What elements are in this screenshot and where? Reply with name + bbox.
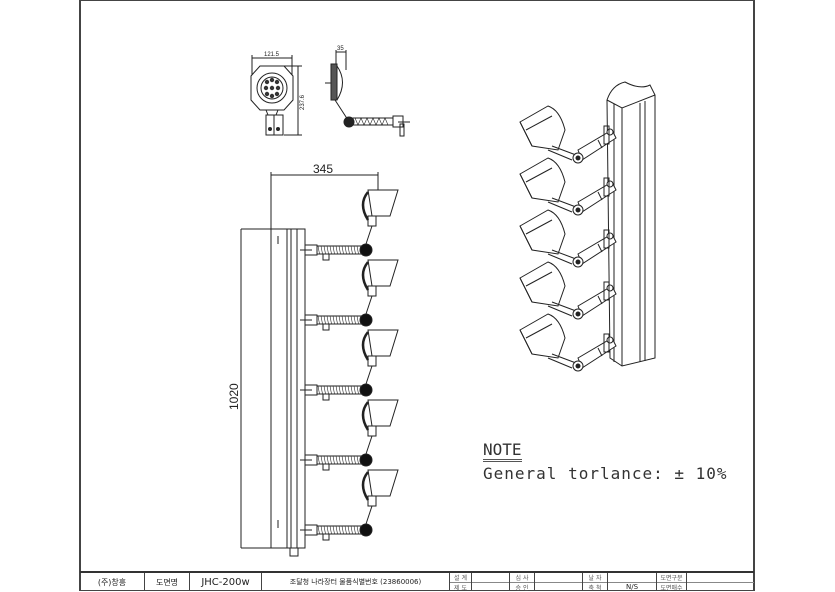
design-label: 설 계 xyxy=(450,573,471,583)
pole xyxy=(270,228,306,549)
lamp-assembly-iso xyxy=(519,209,617,268)
note-text: General torlance: ± 10% xyxy=(483,464,728,483)
dim-head-height: 237.6 xyxy=(300,94,306,110)
lamp-assembly-iso xyxy=(519,261,617,320)
dim-height: 1020 xyxy=(227,383,241,410)
lamp-assembly-front xyxy=(300,399,399,471)
title-block: (주)창흥 도면명 JHC-200w 조달청 나라장터 물품식별번호 (2386… xyxy=(80,571,754,592)
drawing-frame xyxy=(79,0,755,591)
date-scale-values: N/S xyxy=(608,573,657,591)
lamp-assembly-front xyxy=(300,469,399,541)
pole-iso xyxy=(606,81,656,367)
description: 조달청 나라장터 물품식별번호 (23860006) xyxy=(262,573,450,591)
approve-label: 승 인 xyxy=(515,584,529,592)
date-label: 날 자 xyxy=(583,573,607,583)
lamp-assembly-front xyxy=(300,189,399,261)
note-block: NOTE General torlance: ± 10% xyxy=(483,440,728,483)
lamp-head-side-view: 35 xyxy=(325,46,410,137)
dim-head-width: 121.5 xyxy=(264,52,280,58)
lamp-head-front-view: 121.5 237.6 xyxy=(250,52,306,136)
model-name: JHC-200w xyxy=(190,573,262,591)
drawing-name-label: 도면명 xyxy=(145,573,190,591)
type-label: 도면구분 xyxy=(657,573,686,583)
company-name: (주)창흥 xyxy=(80,573,145,591)
note-title: NOTE xyxy=(483,441,522,462)
review-approve-values xyxy=(535,573,583,591)
design-draft-values xyxy=(472,573,510,591)
lamp-assembly-front xyxy=(300,259,399,331)
draft-label: 제 도 xyxy=(454,584,467,592)
dim-side: 35 xyxy=(337,46,344,52)
scale-value: N/S xyxy=(625,582,639,591)
lamp-assembly-iso xyxy=(519,313,617,372)
dim-width: 345 xyxy=(313,162,333,176)
sheets-label: 도면매수 xyxy=(660,584,683,592)
scale-label: 축 척 xyxy=(588,584,602,592)
lamp-assembly-iso xyxy=(519,105,617,164)
lamp-assembly-front xyxy=(300,329,399,401)
review-label: 심 사 xyxy=(510,573,534,583)
type-sheets-values xyxy=(687,573,754,591)
isometric-view xyxy=(519,81,656,372)
front-elevation: 345 1020 xyxy=(227,162,399,557)
lamp-assembly-iso xyxy=(519,157,617,216)
